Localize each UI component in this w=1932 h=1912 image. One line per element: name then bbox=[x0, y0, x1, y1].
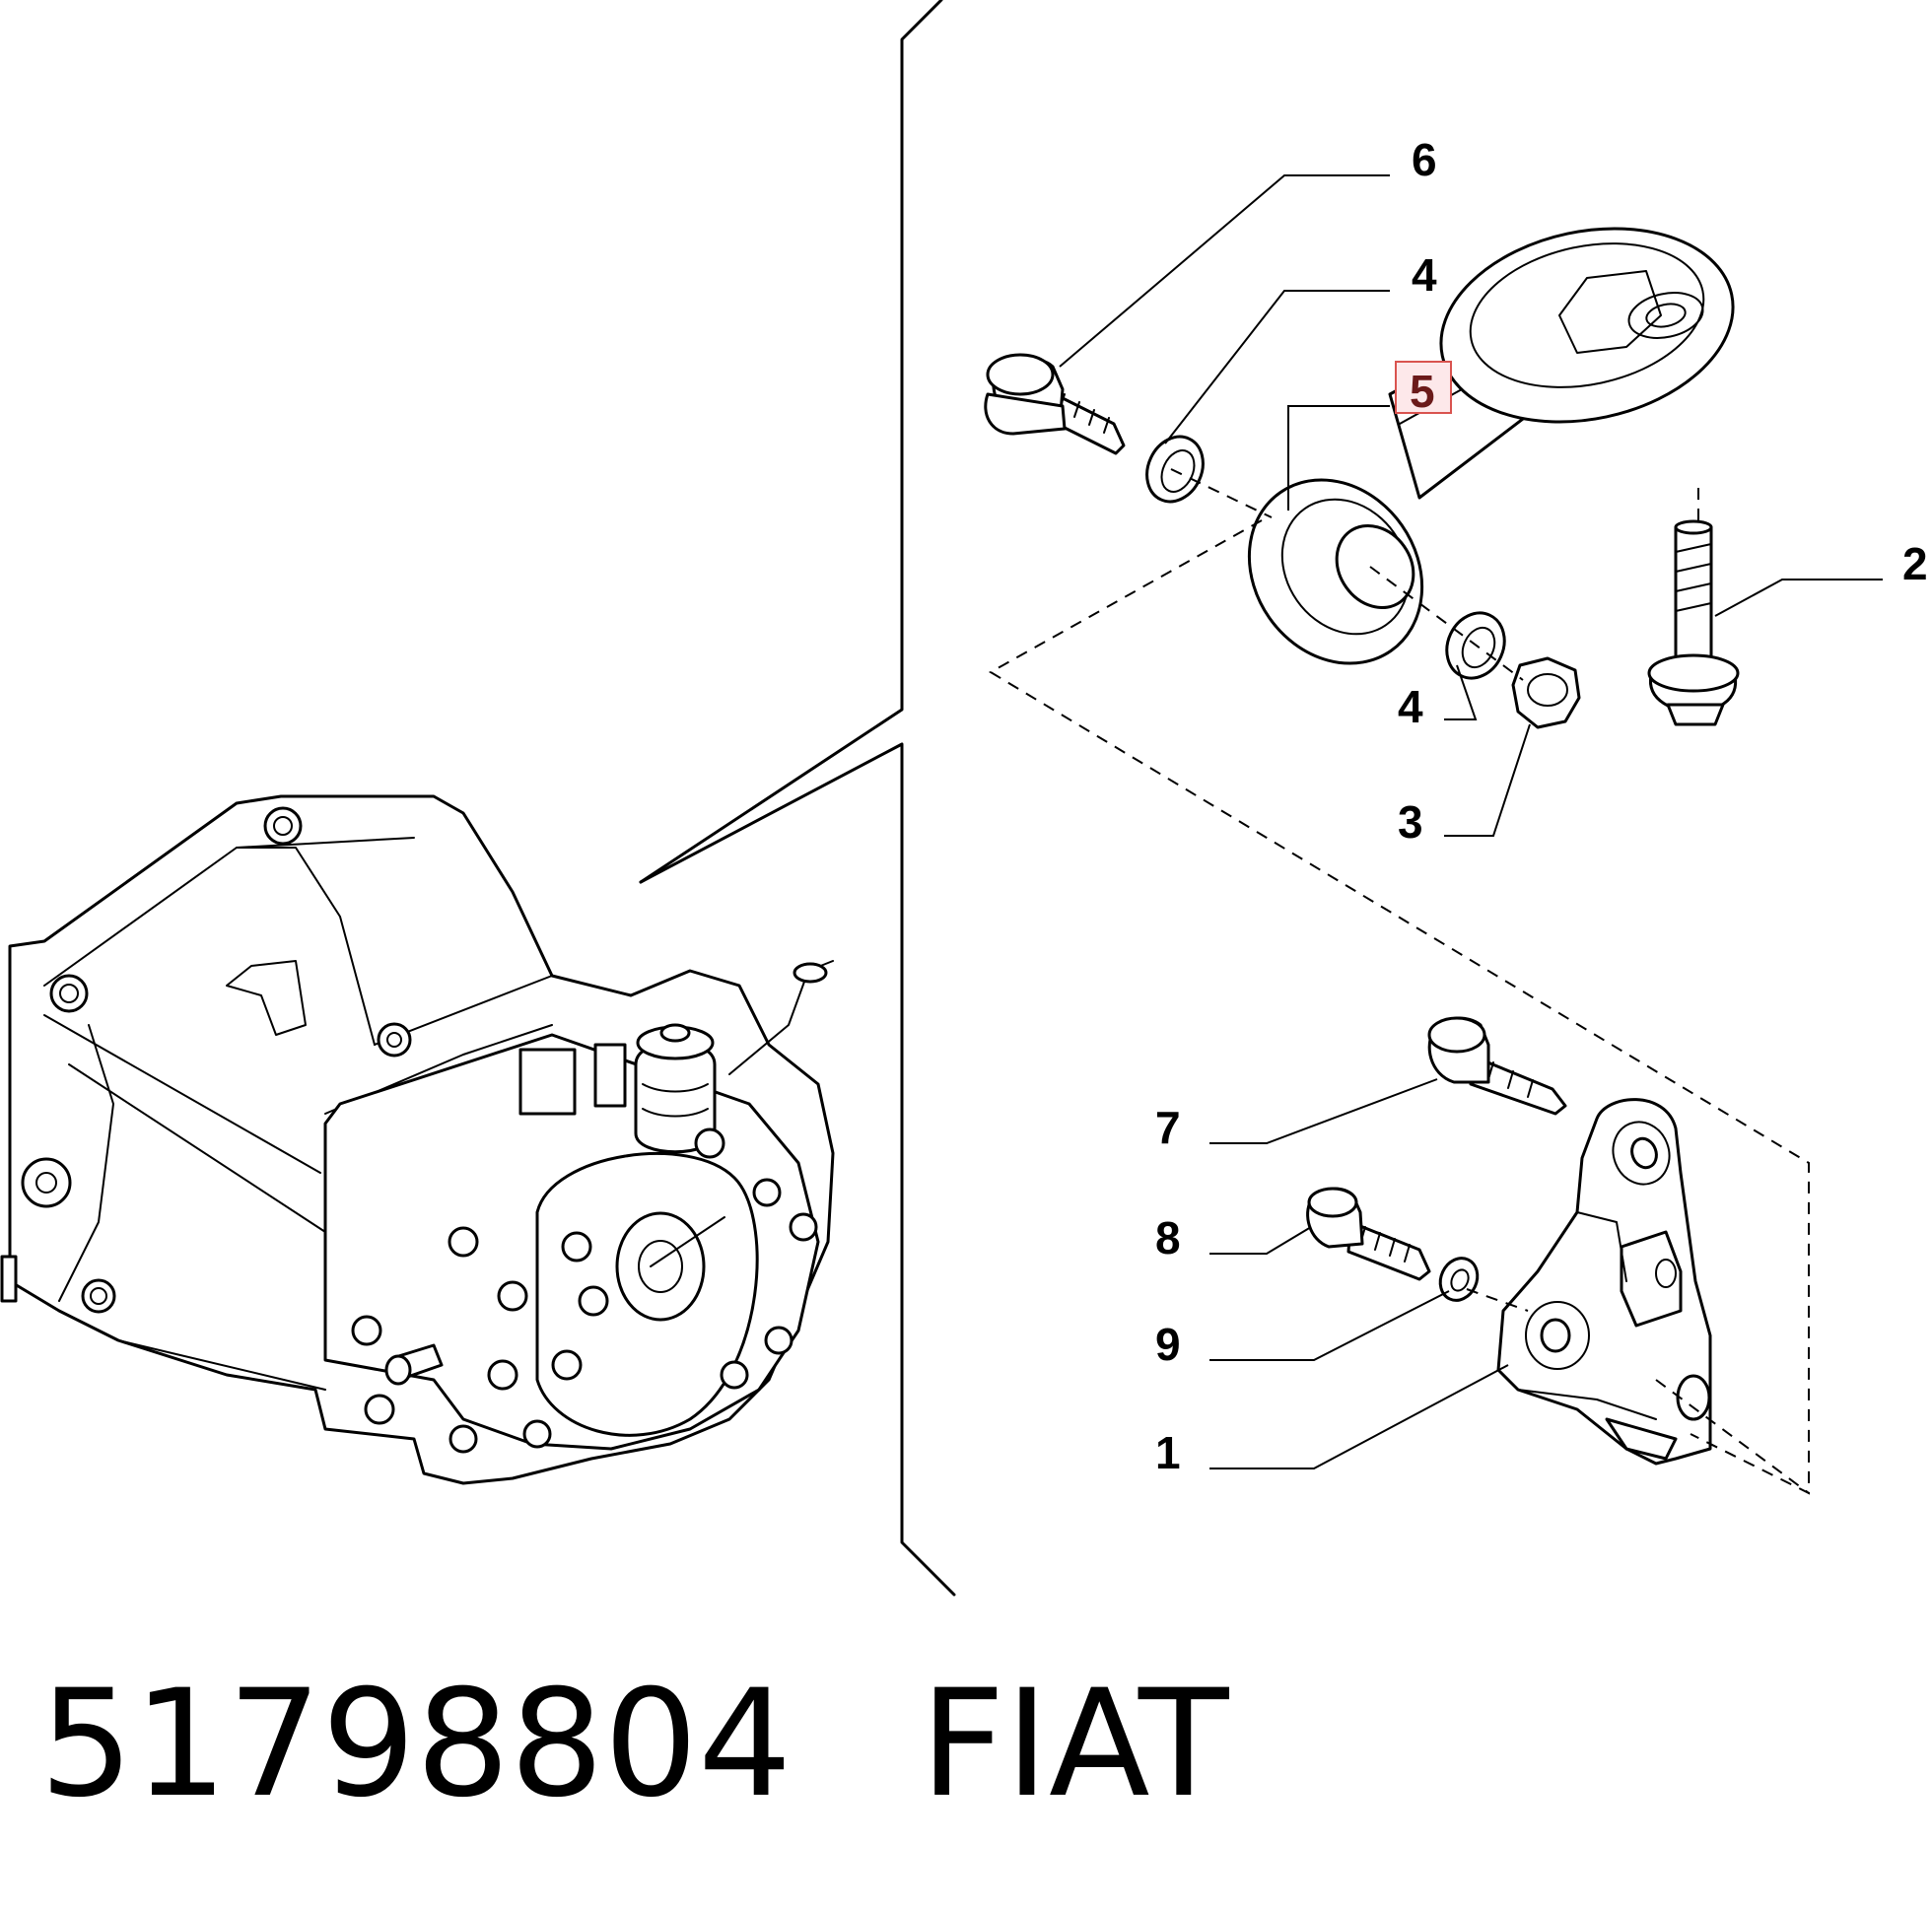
leader-1 bbox=[1209, 1364, 1509, 1469]
gearbox-illustration bbox=[0, 794, 835, 1485]
leader-4-upper bbox=[1164, 290, 1390, 444]
part-7-bolt bbox=[1427, 1016, 1567, 1116]
callout-4-upper[interactable]: 4 bbox=[1412, 249, 1437, 301]
assembly-line-upper-axis bbox=[1170, 468, 1273, 518]
detail-frame-upper bbox=[639, 0, 943, 884]
callout-1[interactable]: 1 bbox=[1155, 1427, 1181, 1478]
leader-9 bbox=[1209, 1290, 1450, 1361]
detail-frame-lower bbox=[639, 742, 956, 1597]
assembly-line-bracket bbox=[1466, 1288, 1529, 1312]
leader-4-lower bbox=[1444, 664, 1478, 720]
highlight-box-5 bbox=[1395, 361, 1452, 414]
leader-7 bbox=[1209, 1078, 1438, 1144]
leader-8 bbox=[1209, 1226, 1312, 1255]
callout-7[interactable]: 7 bbox=[1155, 1102, 1181, 1153]
part-9-washer bbox=[1438, 1257, 1480, 1302]
assembly-line-rod-nut bbox=[1369, 566, 1524, 681]
brand-name: FIAT bbox=[920, 1659, 1229, 1830]
part-1-bracket bbox=[1496, 1098, 1712, 1466]
callout-8[interactable]: 8 bbox=[1155, 1212, 1181, 1263]
callout-6[interactable]: 6 bbox=[1412, 134, 1437, 185]
leader-5 bbox=[1287, 405, 1390, 511]
callout-5[interactable]: 5 bbox=[1410, 366, 1435, 417]
part-5-torque-rod bbox=[1247, 227, 1735, 665]
callout-9[interactable]: 9 bbox=[1155, 1319, 1181, 1370]
part-number: 51798804 bbox=[39, 1659, 793, 1830]
callout-3[interactable]: 3 bbox=[1398, 796, 1423, 848]
callout-2[interactable]: 2 bbox=[1902, 538, 1928, 589]
assembly-line-box-left bbox=[989, 519, 1810, 1495]
assembly-line-bracket-right bbox=[1655, 1379, 1810, 1494]
part-4-washer-upper bbox=[1145, 435, 1205, 504]
callout-4-lower[interactable]: 4 bbox=[1398, 681, 1423, 732]
part-3-nut bbox=[1511, 656, 1581, 729]
part-2-bolt bbox=[1647, 519, 1740, 726]
part-8-bolt bbox=[1306, 1187, 1431, 1281]
leader-3 bbox=[1444, 723, 1531, 837]
leader-6 bbox=[1059, 174, 1390, 368]
leader-2 bbox=[1714, 579, 1883, 617]
part-6-bolt bbox=[984, 353, 1126, 455]
